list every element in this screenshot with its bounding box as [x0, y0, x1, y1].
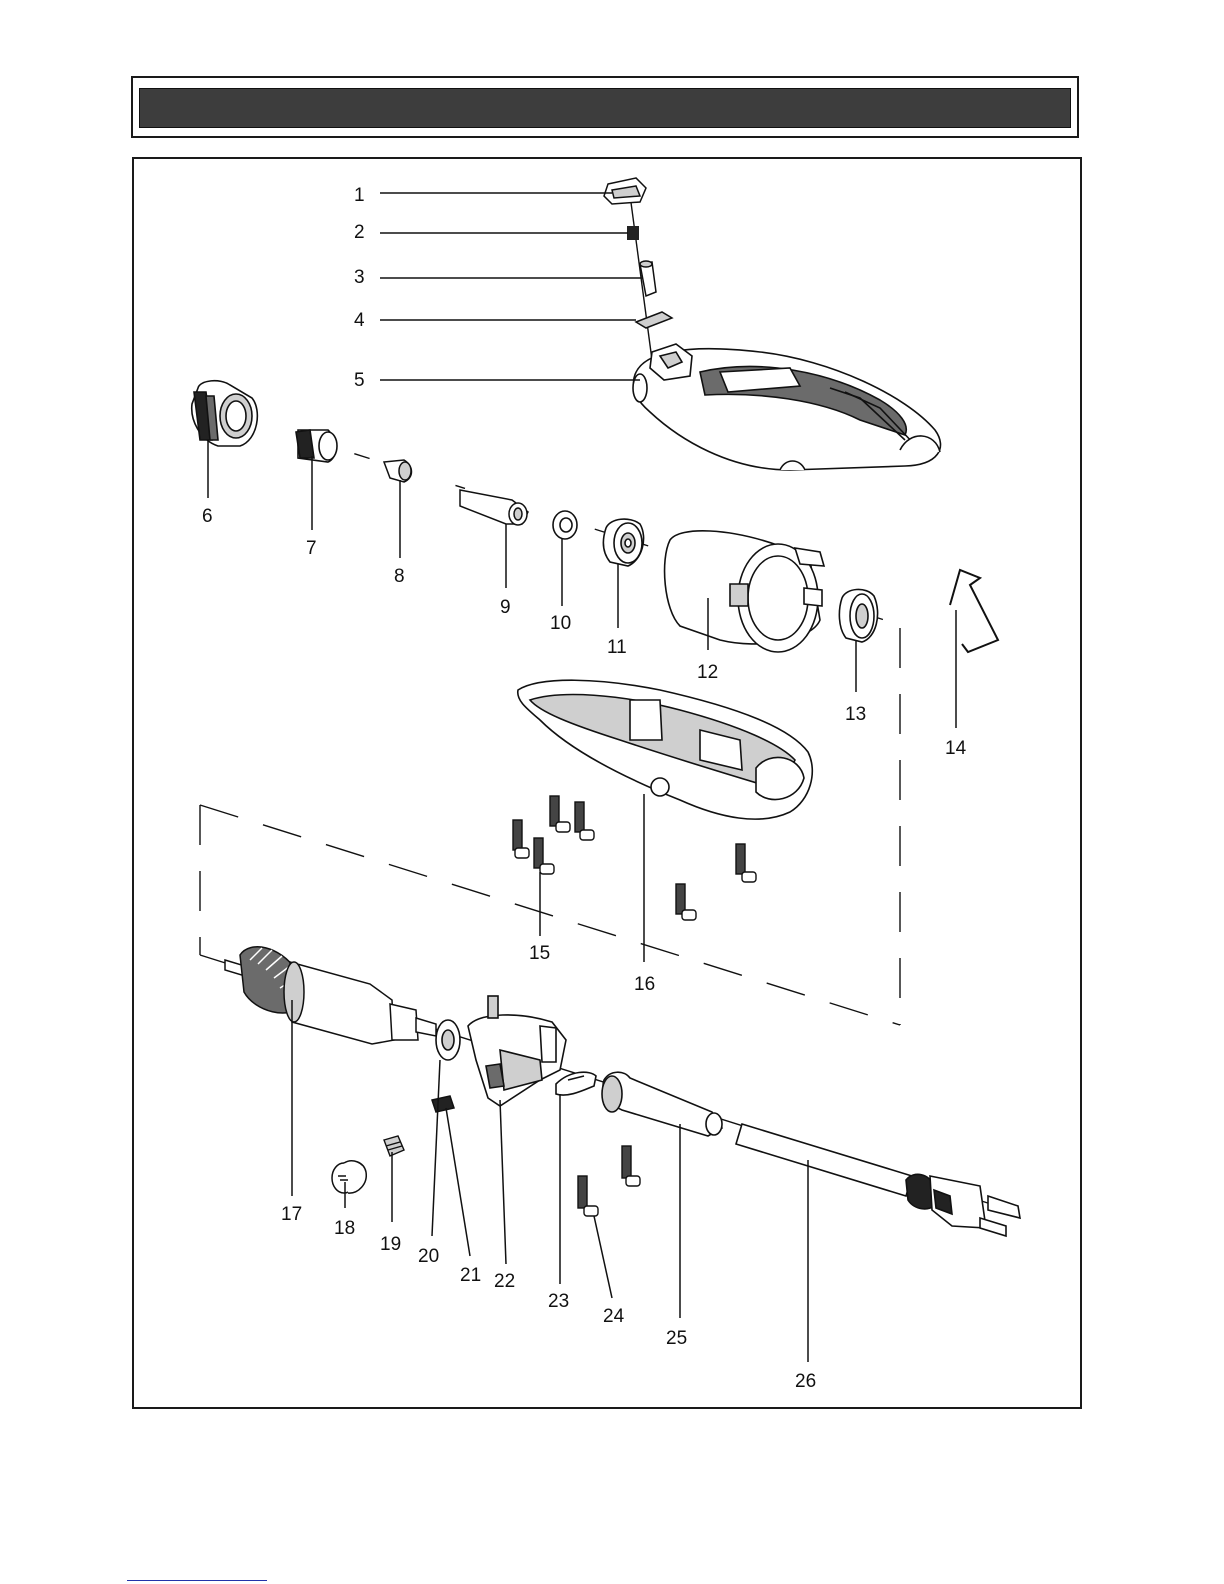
callout-7: 7 [306, 538, 317, 559]
part-20-armature-bearing [436, 1020, 460, 1060]
part-16-lower-housing [518, 680, 813, 819]
callout-11: 11 [607, 637, 627, 658]
callout-6: 6 [202, 506, 213, 527]
callout-21: 21 [460, 1265, 481, 1286]
screw [534, 838, 554, 874]
callout-8: 8 [394, 566, 405, 587]
part-4-switch-plate [636, 312, 672, 328]
screw [550, 796, 570, 832]
callout-16: 16 [634, 974, 655, 995]
part-1-switch-knob [604, 178, 646, 204]
screw [622, 1146, 640, 1186]
footer-rule [127, 1580, 267, 1581]
screw [736, 844, 756, 882]
part-6-collet-nut [192, 381, 258, 446]
callout-3: 3 [354, 267, 365, 288]
part-7-collet [296, 430, 337, 462]
callout-1: 1 [354, 185, 365, 206]
part-22-brush-holder [468, 996, 566, 1106]
callout-10: 10 [550, 613, 571, 634]
callout-9: 9 [500, 597, 511, 618]
part-5-upper-housing [633, 344, 941, 470]
part-13-rear-bearing [839, 589, 877, 642]
part-2-spring [627, 226, 639, 240]
part-23-cord-clamp [556, 1072, 596, 1095]
part-14-wire-clip [950, 570, 998, 652]
part-10-washer [553, 511, 577, 539]
callout-26: 26 [795, 1371, 816, 1392]
part-25-cord-protector [602, 1072, 722, 1136]
callout-25: 25 [666, 1328, 687, 1349]
part-11-bearing [603, 519, 643, 566]
part-8-nut-insert [384, 460, 412, 482]
callout-19: 19 [380, 1234, 401, 1255]
callout-20: 20 [418, 1246, 439, 1267]
callout-17: 17 [281, 1204, 302, 1225]
callout-4: 4 [354, 310, 365, 331]
part-26-power-cord [736, 1124, 1020, 1236]
callout-14: 14 [945, 738, 967, 759]
part-17-armature [225, 947, 436, 1044]
callout-23: 23 [548, 1291, 569, 1312]
callout-12: 12 [697, 662, 718, 683]
callout-15: 15 [529, 943, 550, 964]
part-12-motor-field [665, 531, 824, 652]
part-9-output-shaft [460, 490, 528, 525]
part-19-carbon-brush [384, 1136, 404, 1156]
callout-13: 13 [845, 704, 866, 725]
screw [676, 884, 696, 920]
screw [513, 820, 529, 858]
callout-5: 5 [354, 370, 365, 391]
screw [578, 1176, 598, 1216]
part-24-cord-screws [578, 1146, 640, 1216]
callout-24: 24 [603, 1306, 625, 1327]
screw [575, 802, 594, 840]
part-21-brush [432, 1096, 454, 1112]
callout-18: 18 [334, 1218, 355, 1239]
part-18-brush-cap [332, 1161, 366, 1193]
callout-2: 2 [354, 222, 365, 243]
callout-22: 22 [494, 1271, 515, 1292]
